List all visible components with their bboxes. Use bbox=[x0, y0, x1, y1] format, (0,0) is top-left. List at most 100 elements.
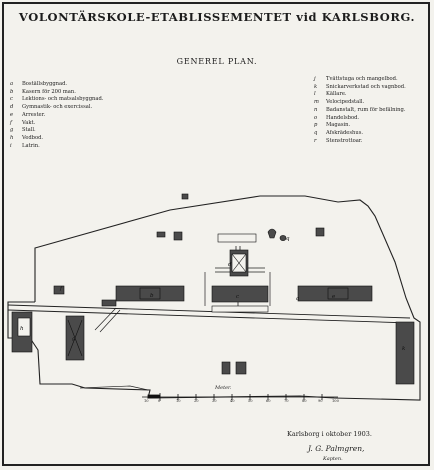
legend-text: Arrester. bbox=[22, 111, 46, 118]
legend-key: g bbox=[10, 127, 14, 134]
legend-item: n Badanstalt, rum för befälning. bbox=[314, 107, 406, 115]
legend-key: r bbox=[314, 137, 317, 144]
scale-tick-label: 70 bbox=[284, 399, 289, 403]
stall-cross bbox=[67, 319, 83, 357]
legend-text: Badanstalt, rum för befälning. bbox=[326, 106, 406, 113]
building-right-b bbox=[297, 285, 373, 302]
site-boundary bbox=[7, 195, 421, 401]
round-structure bbox=[279, 235, 287, 241]
plan-label-q: q bbox=[286, 236, 290, 242]
scale-tick-label: 30 bbox=[212, 399, 217, 403]
building-center-c bbox=[211, 285, 269, 303]
legend-item: a Boställsbyggnad. bbox=[10, 81, 103, 89]
block-right-detail bbox=[327, 287, 349, 300]
legend-item: o Handelsbod. bbox=[314, 115, 406, 123]
main-walkway bbox=[7, 304, 411, 324]
scale-tick-label: 50 bbox=[248, 399, 253, 403]
legend-text: Vedbod. bbox=[22, 134, 44, 141]
legend-item: c Lektions- och matsalsbyggnad. bbox=[10, 96, 103, 104]
block-b-detail bbox=[139, 287, 161, 300]
scale-tick-label: 20 bbox=[194, 399, 199, 403]
plan-label-c: c bbox=[236, 294, 239, 300]
legend-item: q Afskrädeshus. bbox=[314, 130, 406, 138]
legend-key: o bbox=[314, 114, 318, 121]
scale-tick-label: 60 bbox=[266, 399, 271, 403]
diagonal-path bbox=[94, 307, 121, 333]
legend-text: Boställsbyggnad. bbox=[22, 81, 68, 87]
plan-label-k: k bbox=[402, 346, 406, 352]
legend-key: a bbox=[10, 81, 14, 87]
scale-bar-fill bbox=[147, 394, 161, 399]
legend-key: q bbox=[314, 129, 318, 136]
lower-road bbox=[79, 385, 149, 391]
scale-tick-label: 10 bbox=[144, 399, 149, 403]
legend-key: i bbox=[10, 142, 12, 149]
building-small-7 bbox=[53, 285, 65, 295]
legend-text: Tvättstuga och mangelbod. bbox=[326, 76, 398, 82]
building-right-tall bbox=[395, 321, 415, 385]
legend-item: e Arrester. bbox=[10, 112, 103, 120]
plan-label-g: g bbox=[72, 336, 76, 342]
building-outline-3 bbox=[217, 233, 257, 243]
legend-text: Afskrädeshus. bbox=[326, 129, 363, 136]
legend-item: f Vakt. bbox=[10, 120, 103, 128]
legend-text: Magasin. bbox=[326, 122, 351, 129]
building-small-8 bbox=[101, 299, 117, 307]
building-small-4 bbox=[315, 227, 325, 237]
legend-key: c bbox=[10, 96, 13, 103]
building-kasern-b bbox=[115, 285, 185, 302]
scale-tick-label: 80 bbox=[302, 399, 307, 403]
legend-key: n bbox=[314, 106, 318, 113]
building-small-3 bbox=[181, 193, 189, 200]
legend-text: Stall. bbox=[22, 127, 36, 134]
plan-label-a: a bbox=[296, 296, 299, 302]
plan-title: VOLONTÄRSKOLE-ETABLISSEMENTET vid KARLSB… bbox=[18, 10, 416, 24]
legend-text: Velocipedstall. bbox=[326, 99, 365, 106]
legend-key: j bbox=[314, 76, 316, 82]
building-outline-4 bbox=[211, 305, 269, 313]
legend-text: Källare. bbox=[326, 91, 347, 98]
legend-text: Gymnastik- och exercissal. bbox=[22, 104, 93, 111]
sheet-frame bbox=[2, 2, 430, 466]
signature-rank: Kapten. bbox=[323, 456, 343, 462]
legend-key: m bbox=[314, 99, 319, 106]
plan-subtitle: GENEREL PLAN. bbox=[176, 57, 258, 66]
legend-key: l bbox=[314, 91, 316, 98]
legend-item: j Tvättstuga och mangelbod. bbox=[314, 76, 406, 84]
scale-tick-label: 10 bbox=[176, 399, 181, 403]
legend-item: p Magasin. bbox=[314, 122, 406, 130]
legend-key: f bbox=[10, 119, 12, 126]
legend-text: Kasern för 200 man. bbox=[22, 88, 76, 95]
legend-text: Snickarverkstad och vagnbod. bbox=[326, 83, 406, 90]
legend-text: Lektions- och matsalsbyggnad. bbox=[22, 96, 104, 103]
legend-key: e bbox=[10, 111, 14, 118]
legend-text: Stenstrottoar. bbox=[326, 137, 363, 144]
legend-item: m Velocipedstall. bbox=[314, 99, 406, 107]
scale-tick-label: 100 bbox=[332, 399, 339, 403]
legend-item: k Snickarverkstad och vagnbod. bbox=[314, 84, 406, 92]
building-small-1 bbox=[235, 361, 247, 375]
legend-item: l Källare. bbox=[314, 91, 406, 99]
building-small-5 bbox=[173, 231, 183, 241]
building-small-6 bbox=[156, 231, 166, 238]
legend-text: Handelsbod. bbox=[326, 114, 360, 121]
scale-tick-label: 90 bbox=[318, 399, 323, 403]
legend-item: g Stall. bbox=[10, 127, 103, 135]
building-small-2 bbox=[221, 361, 231, 375]
legend-item: r Stenstrottoar. bbox=[314, 138, 406, 146]
legend-key: p bbox=[314, 122, 318, 129]
legend-text: Vakt. bbox=[22, 119, 36, 126]
plan-label-d: d bbox=[228, 262, 232, 268]
signature-name: J. G. Palmgren, bbox=[308, 444, 365, 453]
gym-cross bbox=[231, 253, 247, 273]
plan-label-e: e bbox=[332, 294, 336, 300]
scale-tick-label: 40 bbox=[230, 399, 235, 403]
legend-right: j Tvättstuga och mangelbod. k Snickarverks… bbox=[314, 76, 406, 145]
legend-key: k bbox=[314, 83, 318, 90]
scale-tick-label: 0 bbox=[158, 399, 161, 403]
